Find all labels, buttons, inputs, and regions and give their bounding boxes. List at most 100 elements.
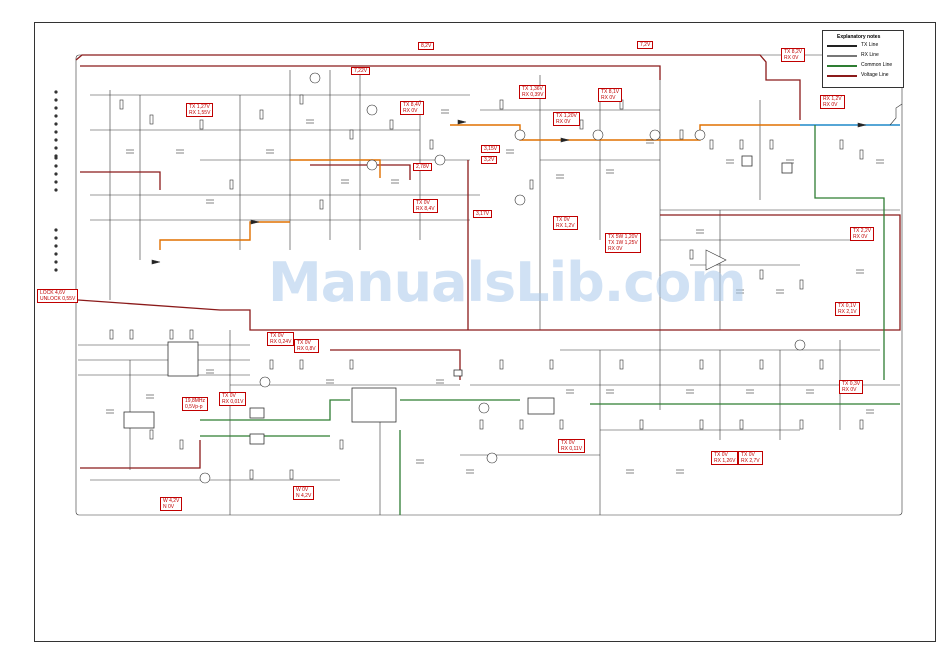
tx-lines-layer: [159, 124, 800, 250]
voltage-label-rx-2-7: TX 0V RX 2,7V: [738, 451, 763, 465]
voltage-line-bottom-left: [80, 440, 201, 469]
resistor-9: [429, 139, 434, 150]
voltage-label-w-0: W 0V N 4,2V: [293, 486, 315, 500]
resistor-2: [199, 119, 204, 130]
voltage-label-rx-1-2: RX 1,2V RX 0V: [820, 95, 845, 109]
common-line-vertical: [814, 125, 885, 380]
connector-pin-upper-7: [54, 146, 58, 150]
resistor-38: [559, 419, 564, 430]
antenna-connector: [889, 103, 903, 126]
voltage-lines-layer: [75, 54, 901, 469]
transistor-4: [514, 129, 526, 141]
legend-label-rx: RX Line: [861, 52, 879, 58]
resistor-4: [259, 109, 264, 120]
resistor-28: [299, 359, 304, 370]
resistor-45: [179, 439, 184, 450]
resistor-25: [169, 329, 174, 340]
resistor-11: [529, 179, 534, 190]
legend-label-tx: TX Line: [861, 42, 879, 48]
crystal: [453, 369, 463, 377]
common-lines-layer: [200, 125, 900, 515]
voltage-label-7-2v: 7,2V: [637, 41, 654, 49]
resistor-6: [319, 199, 324, 210]
connector-pin-mid-0: [54, 156, 58, 160]
transistor-5: [514, 194, 526, 206]
resistor-22: [799, 279, 804, 290]
connector-pin-upper-2: [54, 106, 58, 110]
voltage-label-7-22v: 7,22V: [351, 67, 371, 75]
resistor-40: [699, 419, 704, 430]
resistor-43: [859, 419, 864, 430]
connector-pin-upper-3: [54, 114, 58, 118]
voltage-label-tx-8-2: TX 8,2V RX 0V: [781, 48, 806, 62]
resistor-36: [479, 419, 484, 430]
tx-line-mid: [290, 159, 381, 178]
resistor-27: [269, 359, 274, 370]
resistor-19: [859, 149, 864, 160]
voltage-label-lock: LOCK 4,6V UNLOCK 0,55V: [37, 289, 79, 303]
transistor-0: [309, 72, 321, 84]
resistor-5: [299, 94, 304, 105]
connector-pin-upper-4: [54, 122, 58, 126]
legend-label-voltage: Voltage Line: [861, 72, 889, 78]
connector-pin-lower-4: [54, 260, 58, 264]
voltage-label-3-2v: 3,2V: [481, 156, 498, 164]
voltage-label-2-78v: 2,78V: [413, 163, 433, 171]
if-ic: [351, 387, 397, 423]
common-line-swatch: [827, 65, 857, 67]
switch-b: [781, 162, 793, 174]
connector-pin-lower-2: [54, 244, 58, 248]
resistor-30: [499, 359, 504, 370]
voltage-label-tx-1-36: TX 1,36V RX 0,39V: [519, 85, 547, 99]
resistor-1: [149, 114, 154, 125]
voltage-label-tx-5w: TX 5W 1,20V TX 1W 1,25V RX 0V: [605, 233, 641, 253]
resistor-15: [709, 139, 714, 150]
resistor-20: [689, 249, 694, 260]
voltage-rail-8-2v: [75, 54, 801, 120]
components-layer: [54, 72, 903, 484]
transistor-3: [434, 154, 446, 166]
resistor-0: [119, 99, 124, 110]
voltage-label-tx-0-3: TX 0,3V RX 0V: [839, 380, 864, 394]
resistor-24: [129, 329, 134, 340]
resistor-31: [549, 359, 554, 370]
voltage-label-tx-2-2: TX 2,2V RX 0V: [850, 227, 875, 241]
signal-arrow-0: [250, 219, 260, 225]
rx-line-swatch: [827, 55, 857, 57]
voltage-rail-7-2v: [80, 65, 661, 80]
connector-pin-upper-0: [54, 90, 58, 94]
drawing-frame: [34, 22, 936, 642]
transistor-9: [259, 376, 271, 388]
voltage-line-upper: [310, 164, 411, 180]
voltage-label-rx-0-8: TX 0V RX 0,8V: [294, 339, 319, 353]
signal-arrow-2: [560, 137, 570, 143]
voltage-label-8-2v: 8,2V: [418, 42, 435, 50]
signal-arrow-3: [857, 122, 867, 128]
resistor-41: [739, 419, 744, 430]
legend-item-tx-line: TX Line: [827, 42, 901, 50]
connector-pin-mid-3: [54, 180, 58, 184]
explanatory-notes-legend: Explanatory notes TX Line RX Line Common…: [822, 30, 904, 88]
common-line-left: [200, 399, 350, 421]
crystal-filter: [123, 411, 155, 429]
transistor-8: [694, 129, 706, 141]
connector-pin-upper-5: [54, 130, 58, 134]
resistor-8: [389, 119, 394, 130]
voltage-label-w-4-2: W 4,2V N 0V: [160, 497, 183, 511]
connector-pin-lower-5: [54, 268, 58, 272]
voltage-label-rx-0-11: TX 0V RX 0,11V: [558, 439, 586, 453]
resistor-23: [109, 329, 114, 340]
transistor-2: [366, 159, 378, 171]
resistor-7: [349, 129, 354, 140]
resistor-29: [349, 359, 354, 370]
transistor-7: [649, 129, 661, 141]
tx-line-left: [159, 221, 290, 250]
legend-item-voltage-line: Voltage Line: [827, 72, 901, 80]
voltage-label-tx-0-1: TX 0,1V RX 2,1V: [835, 302, 860, 316]
voltage-label-tx-8-4: TX 8,4V RX 0V: [400, 101, 425, 115]
resistor-44: [149, 429, 154, 440]
signal-arrow-1: [457, 119, 467, 125]
voltage-label-tx-0-8-4: TX 0V RX 8,4V: [413, 199, 438, 213]
